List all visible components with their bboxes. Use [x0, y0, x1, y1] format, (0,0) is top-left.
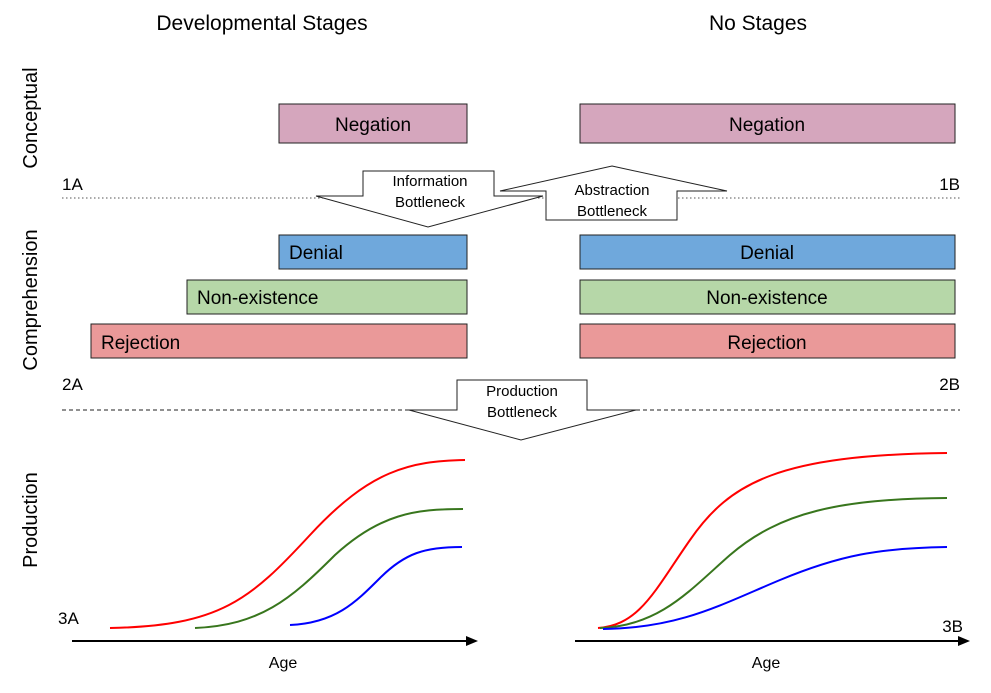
- left-nonexistence-bar: [186, 279, 468, 315]
- left-nonexistence-label: Non-existence: [197, 288, 318, 309]
- left-red-curve: [109, 459, 466, 629]
- information-bottleneck-arrow: [315, 170, 544, 228]
- left-denial-bar: [278, 234, 468, 270]
- left-age-axis-arrowhead: [466, 636, 478, 646]
- abstraction-bottleneck-label-line2: Bottleneck: [577, 203, 648, 220]
- information-bottleneck-label-line1: Information: [392, 173, 467, 190]
- marker-2b: 2B: [939, 375, 960, 394]
- information-bottleneck-label-line2: Bottleneck: [395, 194, 466, 211]
- left-rejection-bar: [90, 323, 468, 359]
- marker-3a: 3A: [58, 609, 79, 628]
- left-denial-label: Denial: [289, 243, 343, 264]
- left-rejection-label: Rejection: [101, 333, 180, 354]
- right-negation-label: Negation: [729, 115, 805, 136]
- production-bottleneck-arrow: [408, 379, 637, 441]
- right-negation-bar: [579, 103, 956, 144]
- right-age-axis-arrowhead: [958, 636, 970, 646]
- marker-1b: 1B: [939, 175, 960, 194]
- left-green-curve: [194, 508, 464, 629]
- right-age-axis-label: Age: [752, 655, 781, 672]
- abstraction-bottleneck-label-line1: Abstraction: [574, 182, 649, 199]
- right-nonexistence-label: Non-existence: [706, 288, 827, 309]
- production-bottleneck-label-line1: Production: [486, 383, 558, 400]
- side-label-production: Production: [20, 472, 42, 568]
- left-blue-curve: [289, 546, 463, 626]
- marker-2a: 2A: [62, 375, 83, 394]
- right-rejection-label: Rejection: [727, 333, 806, 354]
- right-green-curve: [599, 497, 948, 629]
- right-nonexistence-bar: [579, 279, 956, 315]
- right-red-curve: [597, 452, 948, 629]
- right-blue-curve: [602, 546, 948, 630]
- abstraction-bottleneck-arrow: [499, 165, 728, 221]
- left-age-axis-label: Age: [269, 655, 298, 672]
- right-denial-label: Denial: [740, 243, 794, 264]
- left-negation-label: Negation: [335, 115, 411, 136]
- left-negation-bar: [278, 103, 468, 144]
- right-denial-bar: [579, 234, 956, 270]
- side-label-conceptual: Conceptual: [20, 67, 42, 168]
- marker-3b: 3B: [942, 617, 963, 636]
- right-column-title: No Stages: [709, 12, 807, 35]
- production-bottleneck-label-line2: Bottleneck: [487, 404, 558, 421]
- marker-1a: 1A: [62, 175, 83, 194]
- left-column-title: Developmental Stages: [156, 12, 367, 35]
- side-label-comprehension: Comprehension: [20, 229, 42, 370]
- right-rejection-bar: [579, 323, 956, 359]
